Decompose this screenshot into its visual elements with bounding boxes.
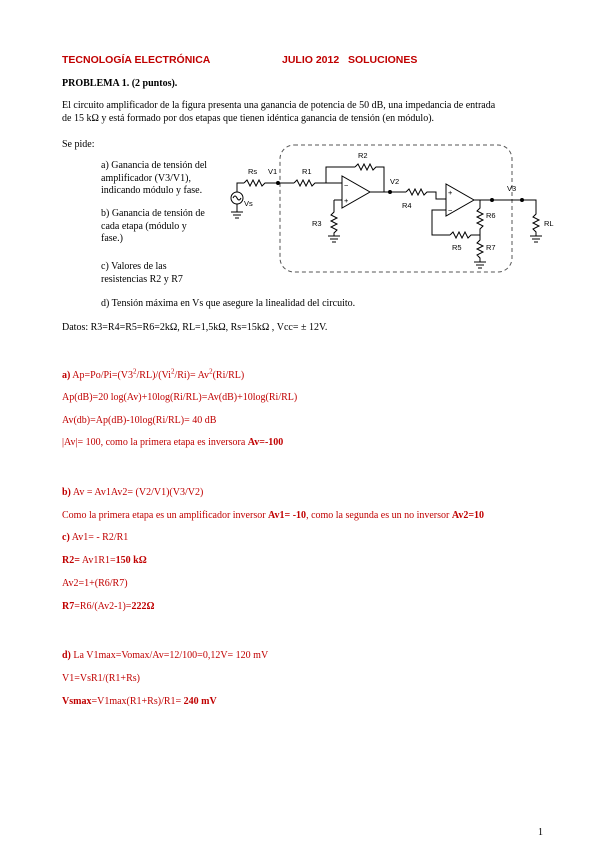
label-r1: R1 <box>302 167 312 176</box>
label-rl: RL <box>544 219 554 228</box>
opamp2-minus-icon: − <box>448 206 453 215</box>
question-c: c) Valores de las resistencias R2 y R7 <box>101 261 183 285</box>
page-number: 1 <box>538 827 543 838</box>
problem-title: PROBLEMA 1. (2 puntos). <box>62 78 178 89</box>
label-r4: R4 <box>402 201 412 210</box>
label-vs: Vs <box>244 199 253 208</box>
label-v3: V3 <box>507 184 516 193</box>
label-r3: R3 <box>312 219 322 228</box>
label-rs: Rs <box>248 167 257 176</box>
sol-c-line-3: Av2=1+(R6/R7) <box>62 578 128 589</box>
question-d: d) Tensión máxima en Vs que asegure la l… <box>101 298 356 309</box>
header-left: TECNOLOGÍA ELECTRÓNICA <box>62 54 211 66</box>
sol-a-line-3: Av(db)=Ap(dB)-10log(Ri/RL)= 40 dB <box>62 415 217 426</box>
sol-d-line-2: V1=VsR1/(R1+Rs) <box>62 673 140 684</box>
label-r5: R5 <box>452 243 462 252</box>
label-r2: R2 <box>358 151 368 160</box>
label-v1: V1 <box>268 167 277 176</box>
question-b: b) Ganancia de tensión de cada etapa (mó… <box>101 208 205 244</box>
label-v2: V2 <box>390 177 399 186</box>
sol-c-line-4: R7=R6/(Av2-1)=222Ω <box>62 601 155 612</box>
datos: Datos: R3=R4=R5=R6=2kΩ, RL=1,5kΩ, Rs=15k… <box>62 322 328 333</box>
se-pide: Se pide: <box>62 139 95 150</box>
opamp1-plus-icon: + <box>344 196 349 205</box>
sol-a-line-1: a) Ap=Po/Pi=(V32/RL)/(Vi2/Ri)= Av2(Ri/RL… <box>62 367 245 381</box>
intro-line-2: de 15 kΩ y está formado por dos etapas q… <box>62 113 435 124</box>
sol-c-line-2: R2= Av1R1=150 kΩ <box>62 555 147 566</box>
sol-a-line-4: |Av|= 100, como la primera etapa es inve… <box>62 437 284 448</box>
sol-d-line-3: Vsmax=V1max(R1+Rs)/R1= 240 mV <box>62 696 217 707</box>
label-r7: R7 <box>486 243 496 252</box>
label-r6: R6 <box>486 211 496 220</box>
sol-a-line-2: Ap(dB)=20 log(Av)+10log(Ri/RL)=Av(dB)+10… <box>62 392 298 403</box>
question-a: a) Ganancia de tensión del amplificador … <box>101 160 208 196</box>
intro-line-1: El circuito amplificador de la figura pr… <box>62 100 496 111</box>
sol-b-line-1: b) Av = Av1Av2= (V2/V1)(V3/V2) <box>62 487 204 498</box>
sol-d-line-1: d) La V1max=Vomax/Av=12/100=0,12V= 120 m… <box>62 650 269 661</box>
opamp1-minus-icon: − <box>344 181 349 190</box>
sol-b-line-2: Como la primera etapa es un amplificador… <box>62 510 485 521</box>
opamp2-plus-icon: + <box>448 188 453 197</box>
circuit-diagram: − + + − Rs V1 R1 R2 V2 R3 R4 V3 R6 RL R5… <box>230 144 554 273</box>
sol-c-line-1: c) Av1= - R2/R1 <box>62 532 129 543</box>
header-right: JULIO 2012 SOLUCIONES <box>282 54 418 66</box>
